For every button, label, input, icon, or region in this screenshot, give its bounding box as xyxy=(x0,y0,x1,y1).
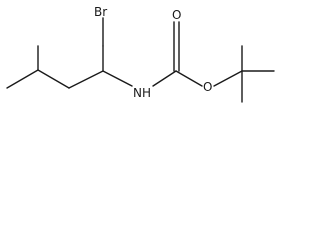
bond-nh-carbonyl xyxy=(152,70,177,87)
bond-ch-ch3-left xyxy=(6,69,39,89)
bonds xyxy=(6,17,275,103)
atom-labels: Br NH O O xyxy=(94,5,212,100)
atom-o-ester: O xyxy=(203,80,212,94)
bond-c-o-ester xyxy=(175,70,203,87)
bond-o-tbu xyxy=(213,70,243,87)
chemical-structure: Br NH O O xyxy=(6,5,275,103)
atom-br: Br xyxy=(94,5,107,19)
bond-ch-ch2-isobutyl xyxy=(68,70,104,89)
atom-nh: NH xyxy=(133,86,151,100)
bond-ch-nh xyxy=(102,70,133,87)
bond-ch2-ch-isopropyl xyxy=(37,69,70,89)
structure-canvas: Br NH O O xyxy=(0,0,284,108)
atom-o-carbonyl: O xyxy=(172,8,181,22)
